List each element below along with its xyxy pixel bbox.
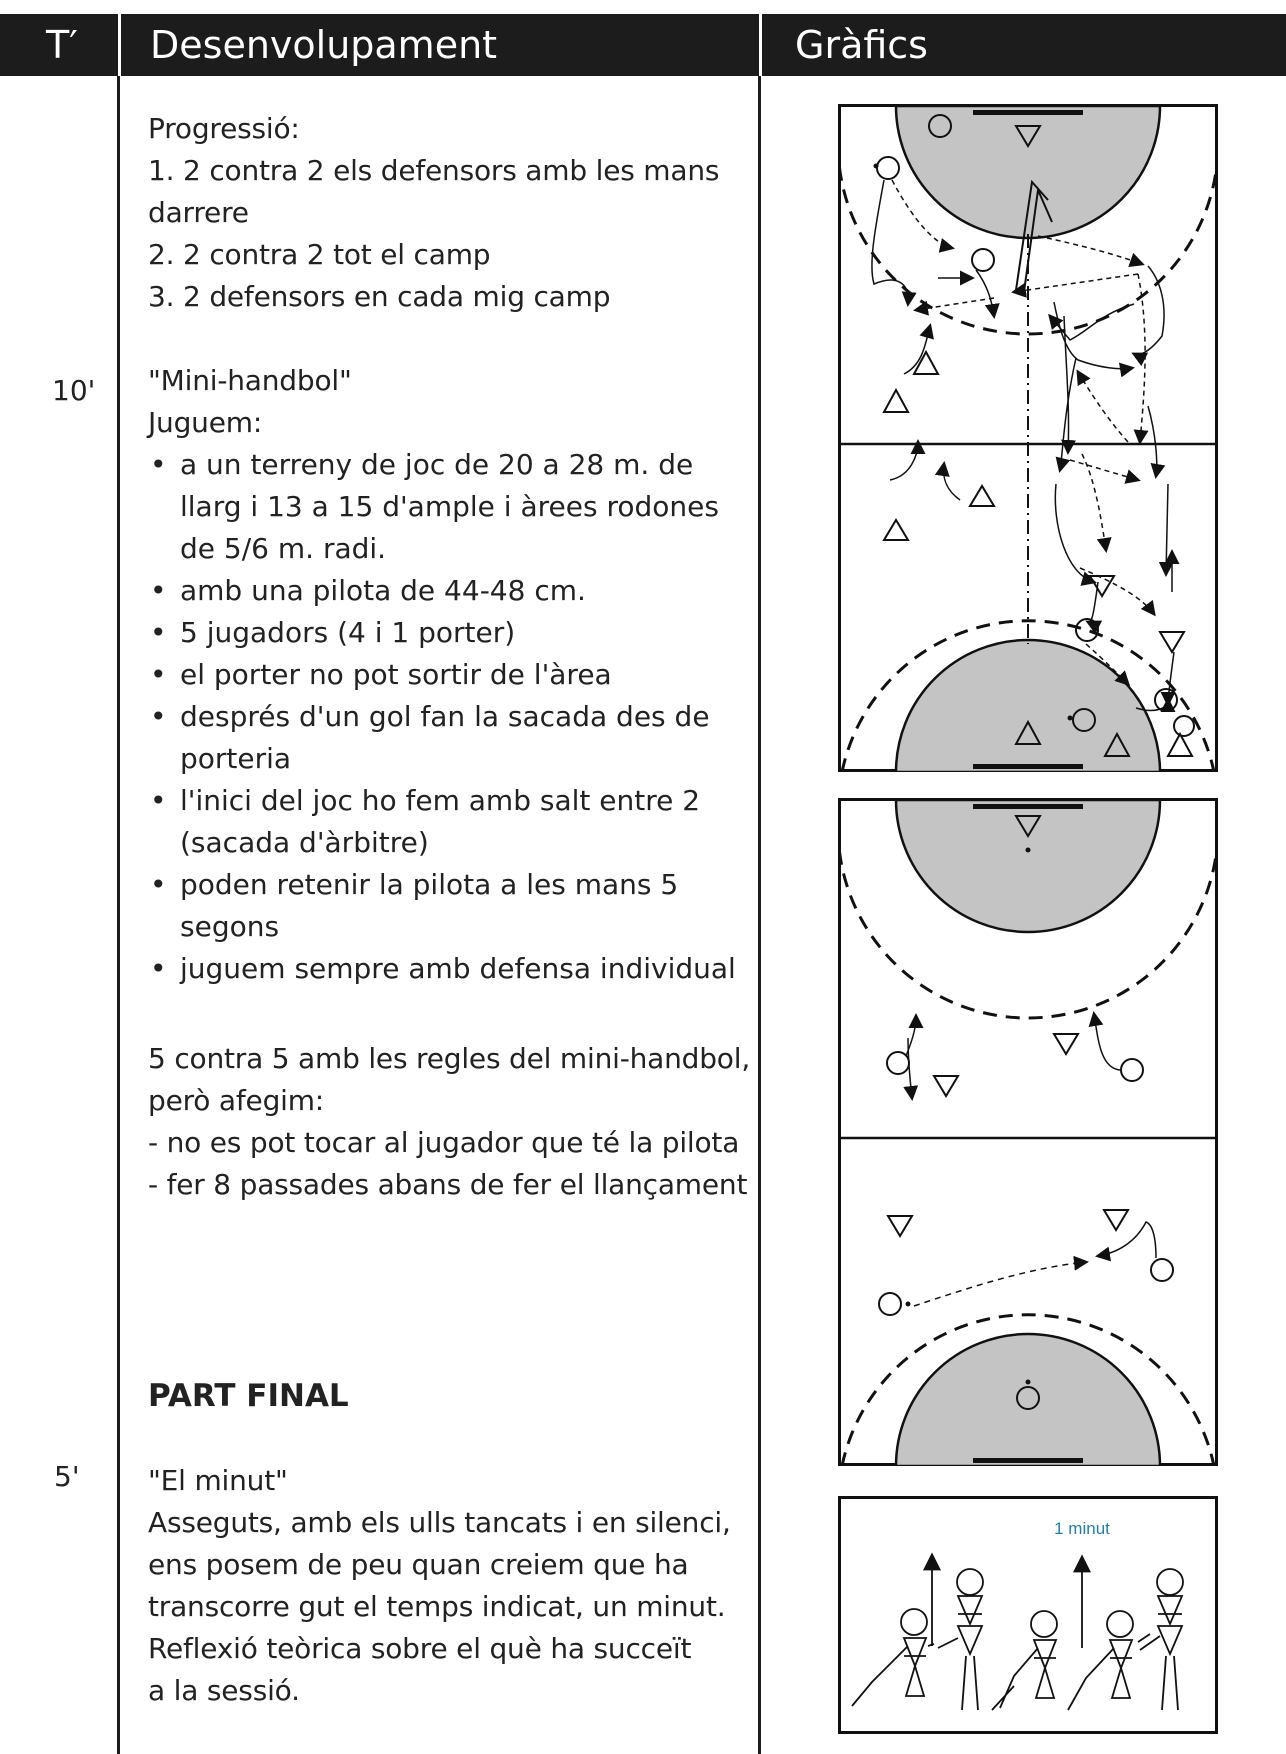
bullet: •	[150, 700, 167, 733]
header-time: T′	[46, 23, 78, 67]
header-development: Desenvolupament	[150, 23, 498, 67]
minihandbol-intro: Juguem:	[148, 406, 263, 439]
bullet: •	[150, 658, 167, 691]
bullet-text: juguem sempre amb defensa individual	[180, 952, 736, 985]
header-divider	[118, 14, 121, 76]
minute-label: 1 minut	[1054, 1519, 1110, 1538]
column-divider	[758, 76, 761, 1754]
court-diagram-2	[838, 798, 1218, 1466]
variant-line: - no es pot tocar al jugador que té la p…	[148, 1126, 740, 1159]
court-diagram-1	[838, 104, 1218, 772]
minihandbol-title: "Mini-handbol"	[148, 364, 352, 397]
header-divider	[759, 14, 762, 76]
table-header: T′ Desenvolupament Gràfics	[0, 14, 1286, 76]
bullet: •	[150, 448, 167, 481]
progression-line: 3. 2 defensors en cada mig camp	[148, 280, 611, 313]
bullet-text: de 5/6 m. radi.	[180, 532, 387, 565]
progression-line: 1. 2 contra 2 els defensors amb les mans	[148, 154, 720, 187]
minut-line: transcorre gut el temps indicat, un minu…	[148, 1590, 726, 1623]
minut-line: ens posem de peu quan creiem que ha	[148, 1548, 689, 1581]
minut-line: Asseguts, amb els ulls tancats i en sile…	[148, 1506, 731, 1539]
progression-title: Progressió:	[148, 112, 300, 145]
variant-line: - fer 8 passades abans de fer el llançam…	[148, 1168, 748, 1201]
progression-line: 2. 2 contra 2 tot el camp	[148, 238, 491, 271]
bullet-text: poden retenir la pilota a les mans 5	[180, 868, 679, 901]
minut-title: "El minut"	[148, 1464, 288, 1497]
minute-figure: 1 minut	[838, 1496, 1218, 1734]
variant-line: 5 contra 5 amb les regles del mini-handb…	[148, 1042, 751, 1075]
time-5: 5'	[54, 1460, 80, 1493]
bullet-text: (sacada d'àrbitre)	[180, 826, 429, 859]
variant-line: però afegim:	[148, 1084, 325, 1117]
bullet-text: l'inici del joc ho fem amb salt entre 2	[180, 784, 701, 817]
bullet-text: segons	[180, 910, 280, 943]
bullet-text: 5 jugadors (4 i 1 porter)	[180, 616, 516, 649]
bullet-text: després d'un gol fan la sacada des de	[180, 700, 710, 733]
bullet-text: porteria	[180, 742, 292, 775]
minut-line: a la sessió.	[148, 1674, 300, 1707]
bullet: •	[150, 784, 167, 817]
column-divider	[117, 76, 120, 1754]
progression-line: darrere	[148, 196, 249, 229]
bullet-text: llarg i 13 a 15 d'ample i àrees rodones	[180, 490, 719, 523]
bullet-text: el porter no pot sortir de l'àrea	[180, 658, 612, 691]
bullet: •	[150, 574, 167, 607]
bullet: •	[150, 952, 167, 985]
minut-line: Reflexió teòrica sobre el què ha succeït	[148, 1632, 692, 1665]
bullet-text: amb una pilota de 44-48 cm.	[180, 574, 586, 607]
header-graphics: Gràfics	[795, 23, 928, 67]
time-10: 10'	[52, 374, 96, 407]
bullet: •	[150, 868, 167, 901]
part-final-heading: PART FINAL	[148, 1378, 349, 1414]
bullet-text: a un terreny de joc de 20 a 28 m. de	[180, 448, 694, 481]
bullet: •	[150, 616, 167, 649]
